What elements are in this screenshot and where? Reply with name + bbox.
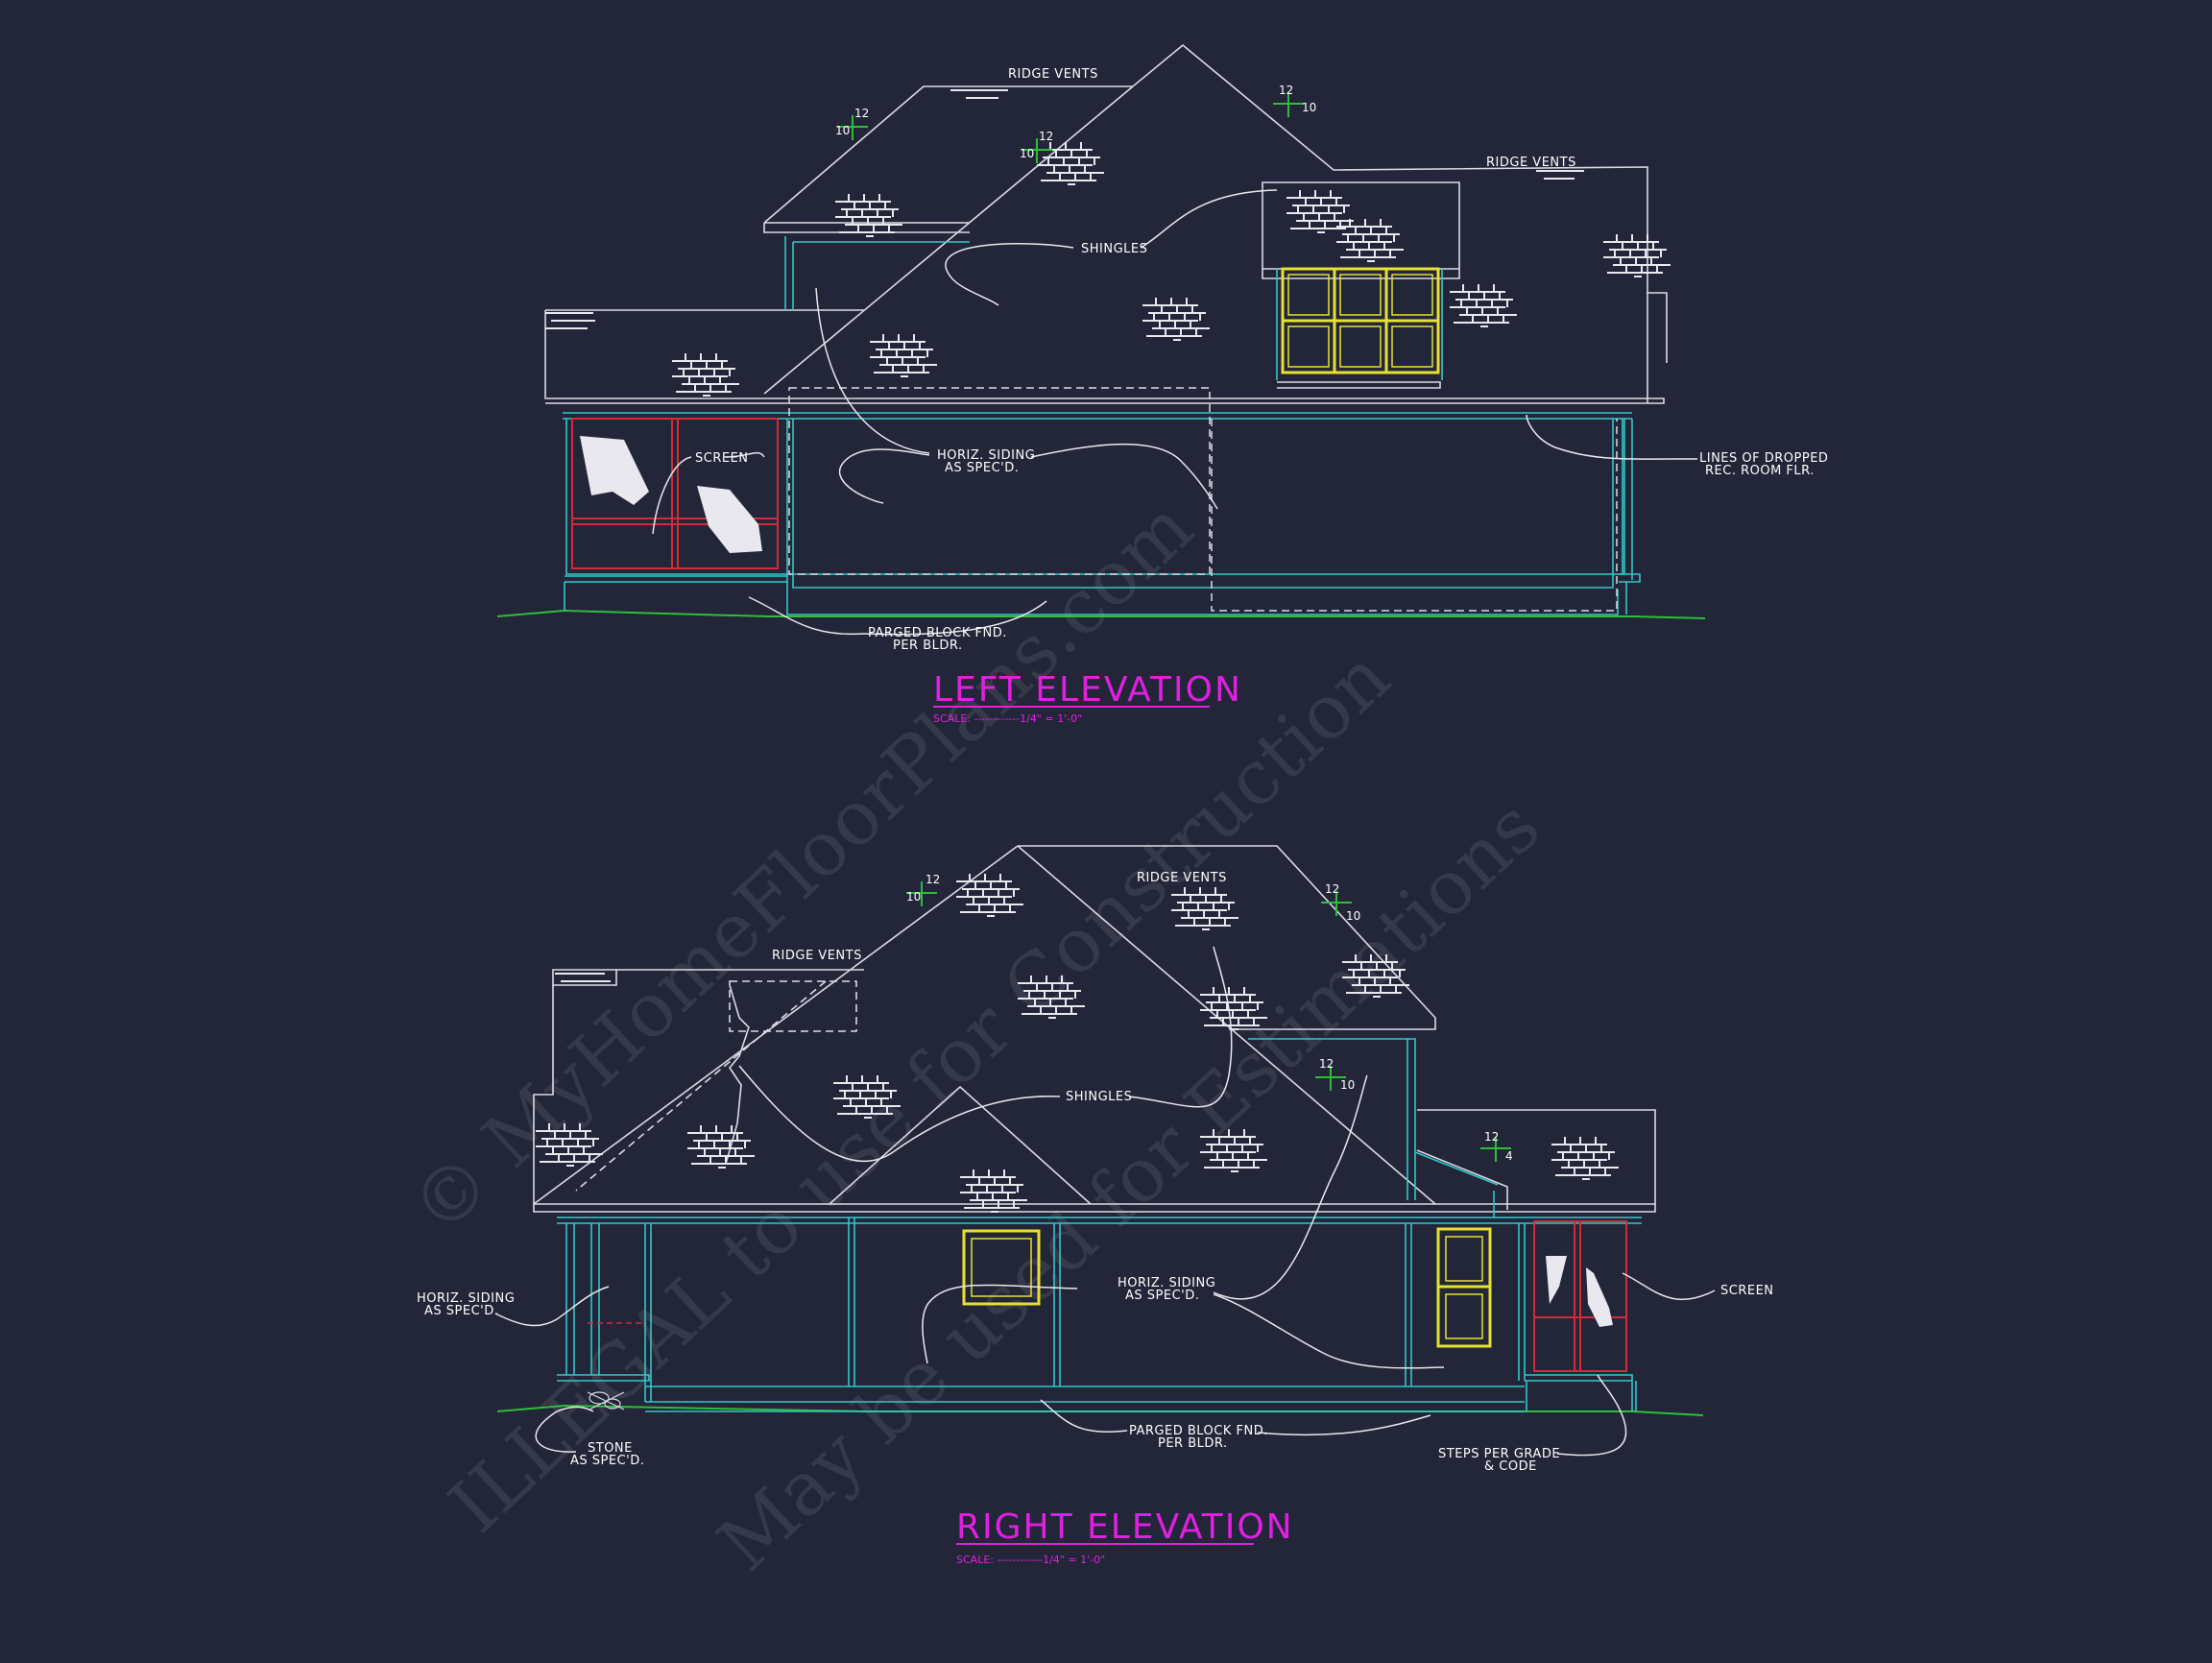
left-slope-3-run: 10 (1302, 101, 1316, 114)
right-elevation-title: RIGHT ELEVATION (956, 1507, 1294, 1547)
left-shingle-pattern (545, 89, 1671, 397)
right-grade-line (496, 1404, 1704, 1416)
right-stone-label-2: AS SPEC'D. (570, 1454, 644, 1468)
left-parged-label-2: PER BLDR. (893, 639, 963, 653)
stone-base (587, 1391, 625, 1410)
left-elevation-scale: SCALE: ------------1/4" = 1'-0" (933, 712, 1082, 725)
right-elevation: 12 10 12 10 12 10 12 4 RIDGE VENTS RIDGE… (417, 845, 1774, 1566)
right-roof-outline (533, 845, 1656, 1213)
left-elevation-title: LEFT ELEVATION (933, 670, 1242, 710)
grade-line (496, 609, 1706, 619)
left-elevation: 12 10 12 10 12 10 RIDGE VENTS RIDGE VENT… (496, 43, 1828, 725)
left-slope-3-rise: 12 (1279, 84, 1293, 97)
left-dropped-floor-label-1: LINES OF DROPPED (1699, 451, 1828, 466)
left-leader-lines (652, 189, 1698, 636)
left-ridge-vents-label-2: RIDGE VENTS (1486, 156, 1576, 170)
dropped-floor-lines (788, 387, 1618, 612)
right-slope-3-rise: 12 (1319, 1057, 1334, 1071)
right-leader-lines (494, 946, 1716, 1457)
left-slope-markers (837, 92, 1304, 163)
right-siding-center-label-1: HORIZ. SIDING (1118, 1276, 1215, 1290)
left-slope-2-rise: 12 (1039, 130, 1053, 143)
left-parged-label-1: PARGED BLOCK FND. (868, 626, 1007, 640)
right-slope-4-rise: 12 (1484, 1130, 1499, 1144)
left-siding-label-2: AS SPEC'D. (945, 461, 1019, 475)
watermark: © MyHomeFloorPlans.com ILLEGAL to use fo… (396, 484, 1557, 1587)
right-siding-center-label-2: AS SPEC'D. (1125, 1289, 1199, 1303)
left-roof-outline (544, 43, 1668, 404)
right-slope-markers (906, 881, 1511, 1162)
right-elevation-scale: SCALE: ------------1/4" = 1'-0" (956, 1554, 1105, 1566)
right-slope-2-rise: 12 (1325, 882, 1339, 896)
right-stone-label-1: STONE (588, 1441, 633, 1456)
right-slope-2-run: 10 (1346, 909, 1360, 923)
right-window-2 (1436, 1227, 1492, 1348)
right-slope-3-run: 10 (1340, 1078, 1355, 1092)
right-shingles-label: SHINGLES (1066, 1090, 1132, 1104)
right-slope-1-run: 10 (906, 890, 921, 904)
left-slope-2-run: 10 (1020, 147, 1034, 160)
left-ridge-vents-label-1: RIDGE VENTS (1008, 67, 1098, 82)
right-screen-porch (1533, 1220, 1627, 1372)
right-siding-left-label-2: AS SPEC'D. (424, 1304, 498, 1318)
right-window-1 (962, 1229, 1041, 1306)
right-shingle-pattern (535, 873, 1620, 1213)
right-parged-label-2: PER BLDR. (1158, 1436, 1228, 1451)
right-steps-label-1: STEPS PER GRADE (1438, 1447, 1560, 1461)
right-screen-label: SCREEN (1720, 1284, 1774, 1298)
right-wall-outline (557, 1038, 1642, 1412)
right-ridge-vents-label-1: RIDGE VENTS (1137, 871, 1227, 885)
watermark-line-1: © MyHomeFloorPlans.com (396, 484, 1210, 1251)
left-siding-label-1: HORIZ. SIDING (937, 448, 1035, 463)
right-ridge-vents-label-2: RIDGE VENTS (772, 949, 862, 963)
left-shingles-label: SHINGLES (1081, 242, 1147, 256)
right-siding-left-label-1: HORIZ. SIDING (417, 1291, 515, 1306)
left-dropped-floor-label-2: REC. ROOM FLR. (1705, 464, 1815, 478)
right-slope-4-run: 4 (1505, 1149, 1513, 1163)
left-dormer-window (1281, 267, 1440, 374)
right-steps-label-2: & CODE (1484, 1459, 1537, 1474)
left-slope-1-rise: 12 (854, 107, 869, 120)
right-slope-1-rise: 12 (926, 873, 940, 886)
left-slope-1-run: 10 (835, 124, 850, 137)
right-parged-label-1: PARGED BLOCK FND. (1129, 1424, 1268, 1438)
left-screen-porch (571, 418, 779, 569)
left-screen-label: SCREEN (695, 451, 749, 466)
